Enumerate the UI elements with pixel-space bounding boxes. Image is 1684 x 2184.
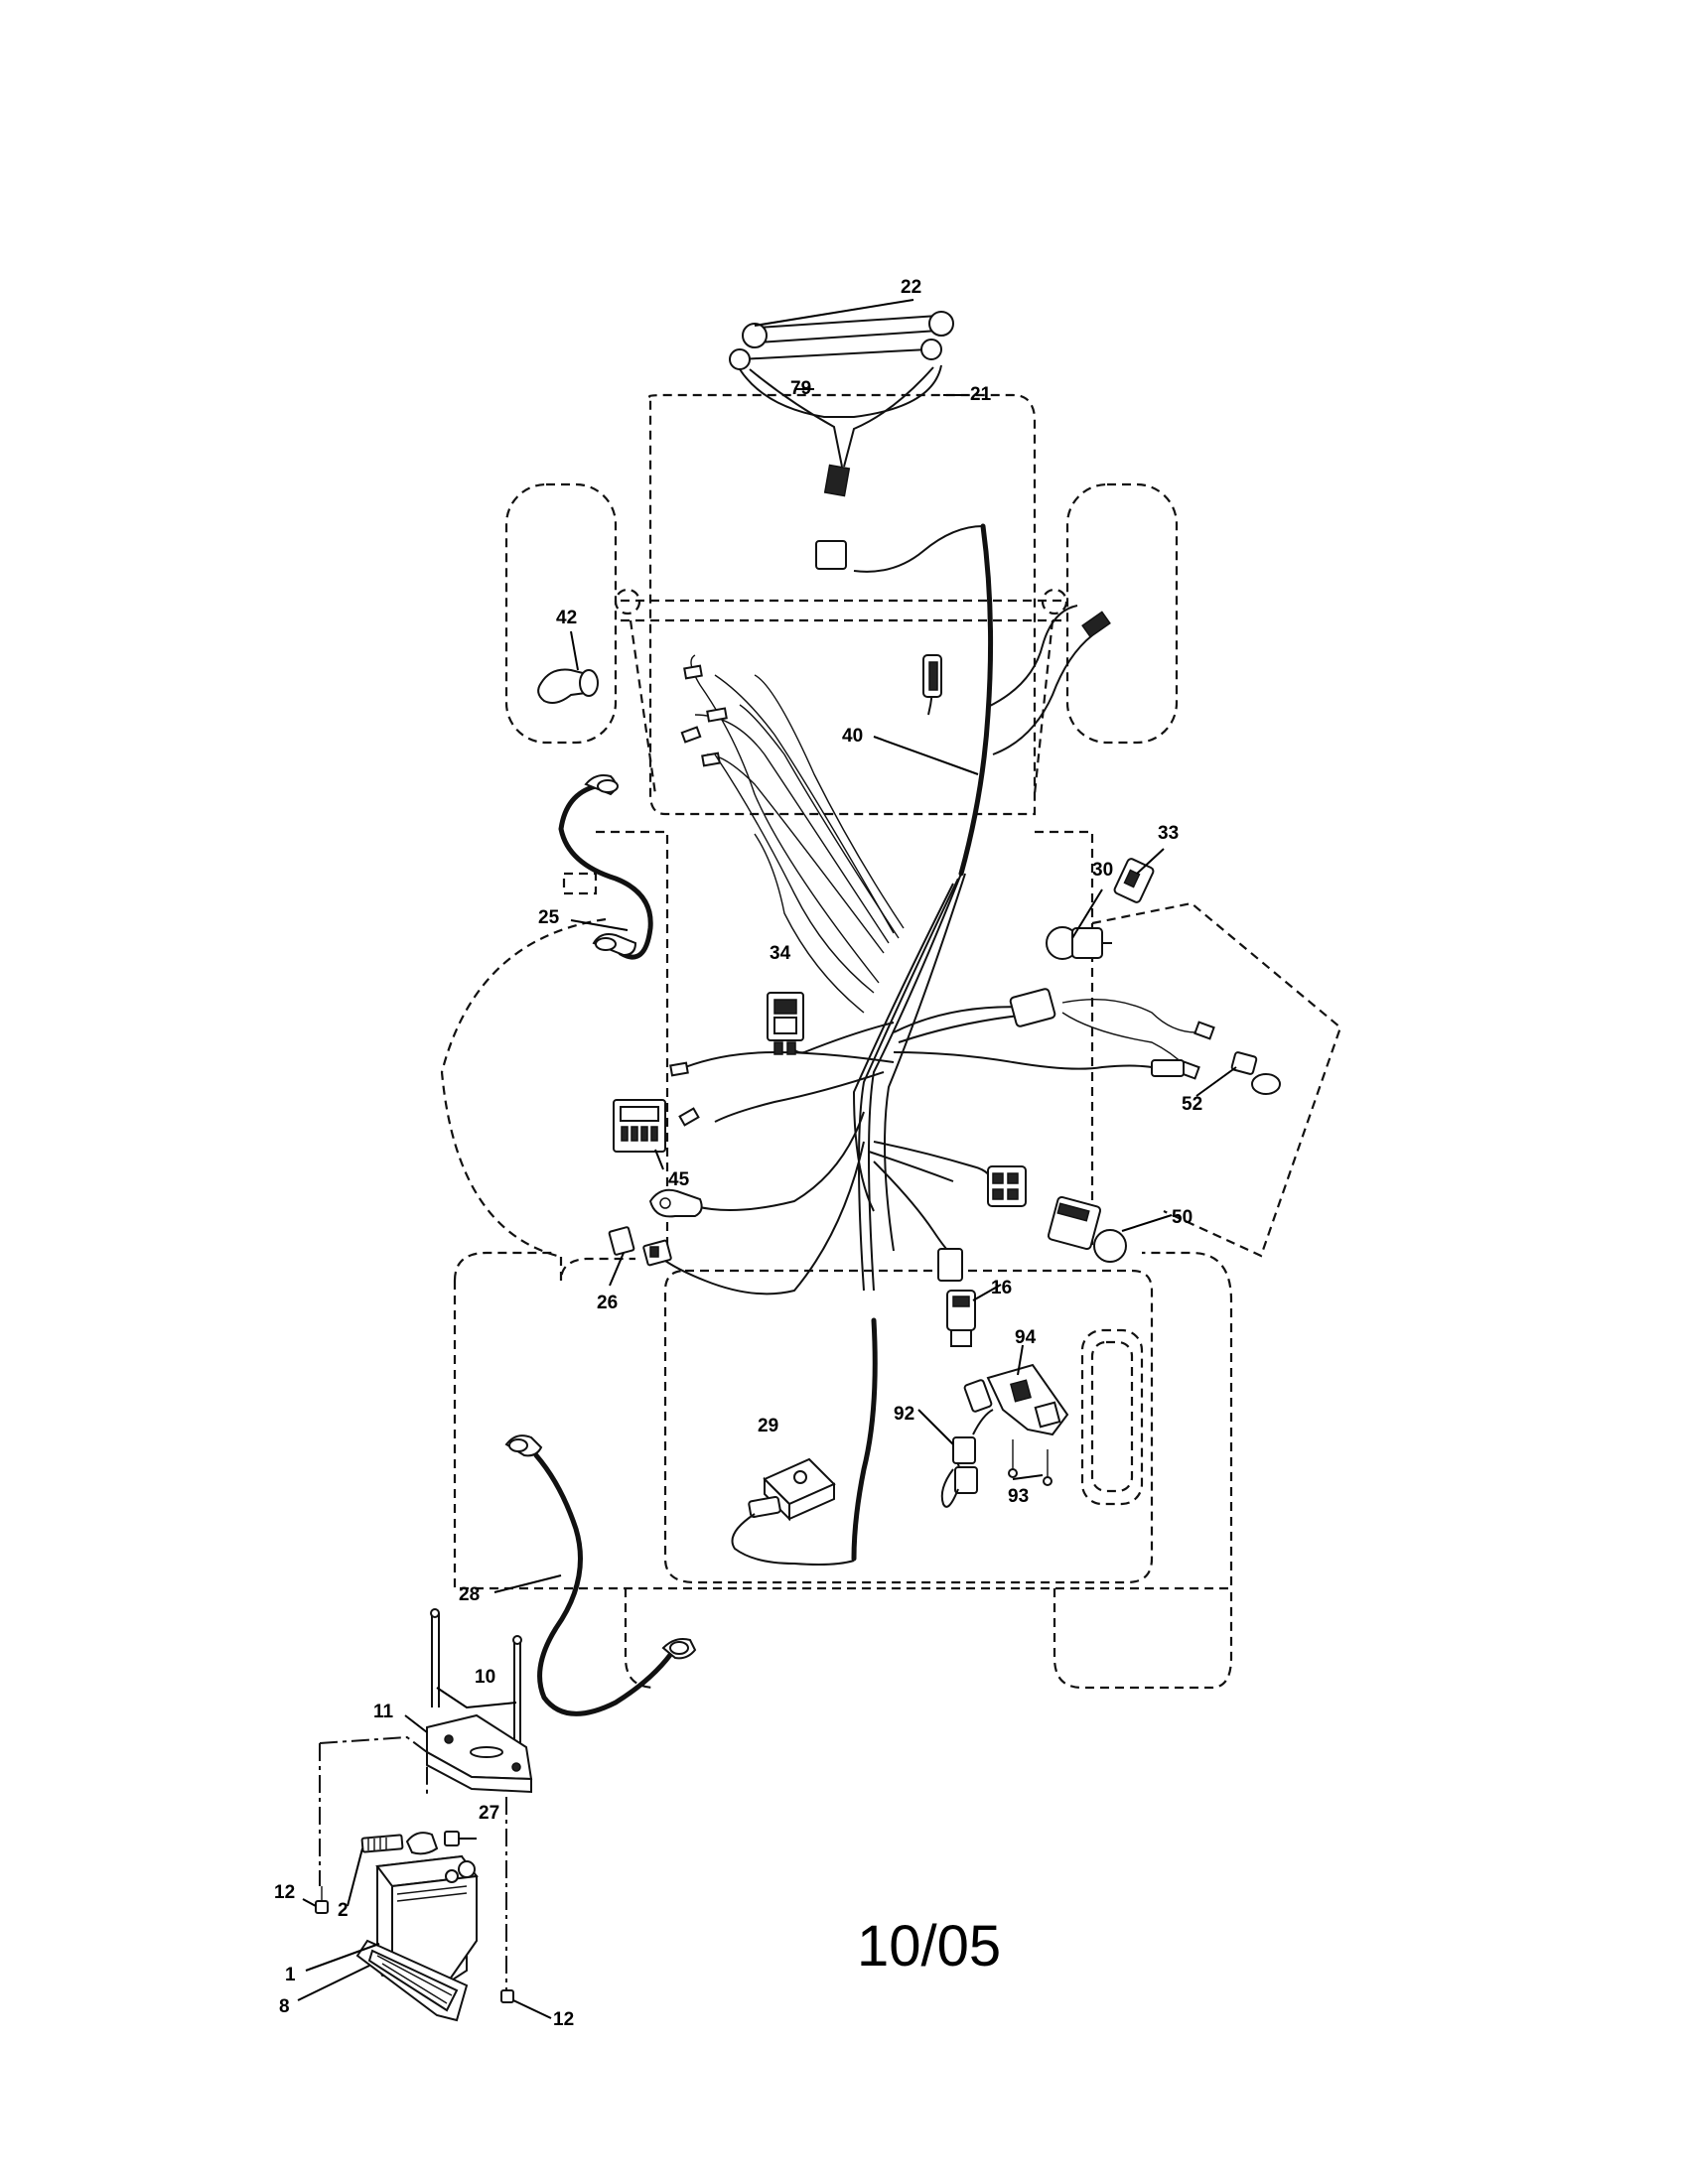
callout-92: 92 — [894, 1404, 914, 1425]
callout-27: 27 — [479, 1803, 499, 1824]
callout-94: 94 — [1015, 1327, 1037, 1348]
callout-22: 22 — [901, 277, 921, 298]
part-25-ground-cable — [558, 774, 653, 960]
callout-42: 42 — [556, 608, 577, 628]
part-94-interlock-bracket — [986, 1363, 1069, 1486]
callout-10: 10 — [475, 1667, 495, 1688]
main-wiring-harness — [648, 523, 1215, 1296]
callout-29: 29 — [758, 1416, 778, 1436]
callout-16: 16 — [991, 1278, 1012, 1298]
tractor-outline — [440, 393, 1342, 1690]
callout-12-right: 12 — [553, 2009, 574, 2030]
callout-45: 45 — [668, 1169, 690, 1190]
callout-11: 11 — [373, 1702, 394, 1722]
part-28-battery-cable — [504, 1434, 697, 1716]
callout-40: 40 — [842, 726, 863, 747]
part-45-module — [613, 1099, 666, 1153]
callout-2: 2 — [338, 1900, 349, 1921]
part-16-relay — [946, 1290, 976, 1347]
battery-assembly — [315, 1608, 533, 2022]
callout-12-left: 12 — [274, 1882, 295, 1903]
leader-lines — [297, 299, 1237, 2019]
callout-8: 8 — [279, 1996, 290, 2017]
callout-26: 26 — [597, 1293, 618, 1313]
callout-52: 52 — [1182, 1094, 1202, 1115]
callout-21: 21 — [970, 384, 992, 405]
part-50-pto-switch — [1047, 1195, 1127, 1263]
callout-50: 50 — [1172, 1207, 1193, 1228]
callout-28: 28 — [459, 1584, 480, 1605]
callout-93: 93 — [1008, 1486, 1029, 1507]
callout-labels: 22 79 21 42 40 33 30 25 34 52 45 50 26 1… — [274, 277, 1202, 2030]
date-code: 10/05 — [857, 1914, 1001, 1979]
part-92-connector — [940, 1379, 994, 1508]
callout-25: 25 — [538, 907, 560, 928]
part-34-rocker-switch — [767, 992, 804, 1055]
callout-79: 79 — [790, 378, 811, 399]
part-30-ignition-switch — [1046, 926, 1112, 960]
part-33-switch — [1113, 858, 1155, 903]
callout-30: 30 — [1092, 860, 1113, 881]
part-29-seat-switch — [731, 1317, 878, 1566]
part-26-fuse-holder — [608, 1226, 672, 1267]
part-42-grommet — [537, 668, 599, 704]
part-52-connector — [1230, 1051, 1281, 1095]
callout-33: 33 — [1158, 823, 1179, 844]
headlight-assembly — [729, 311, 954, 497]
callout-1: 1 — [285, 1965, 296, 1985]
callout-34: 34 — [770, 943, 791, 964]
